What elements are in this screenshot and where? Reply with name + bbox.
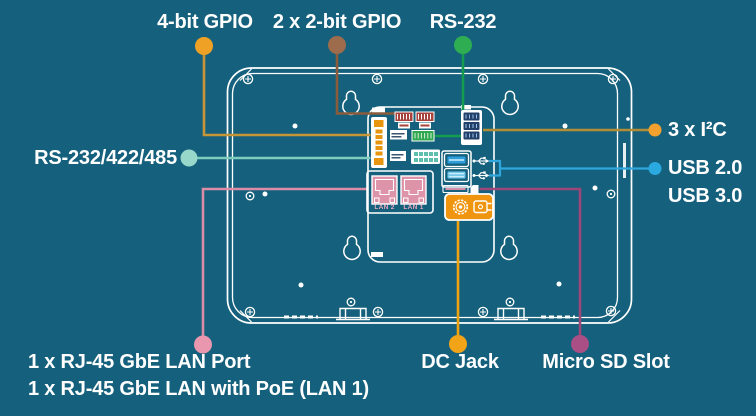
microsd-line bbox=[479, 187, 582, 335]
lan-line bbox=[201, 187, 367, 336]
device-inner-edge bbox=[231, 72, 619, 319]
rs485-dot bbox=[180, 149, 198, 167]
side-slot bbox=[623, 143, 626, 178]
label-micro-sd: Micro SD Slot bbox=[542, 351, 670, 373]
usb-dot bbox=[648, 162, 662, 175]
connectors bbox=[366, 110, 494, 221]
sd-card-icon bbox=[470, 185, 479, 194]
label-gpio-4bit: 4-bit GPIO bbox=[157, 11, 253, 33]
callout-dots bbox=[180, 36, 662, 354]
gpio-2bit-headers bbox=[394, 111, 435, 129]
lan2-port-label: LAN 2 bbox=[374, 204, 395, 211]
hole bbox=[562, 123, 568, 129]
label-rs232: RS-232 bbox=[429, 11, 497, 33]
dcjack-dot bbox=[449, 335, 467, 353]
stand-bracket bbox=[494, 307, 528, 321]
gpio4-dot bbox=[195, 37, 213, 55]
dc-jack bbox=[444, 193, 494, 221]
callout-lines bbox=[197, 54, 649, 336]
hole bbox=[298, 282, 304, 288]
tiny-silkscreen-label bbox=[371, 252, 383, 257]
label-i2c: 3 x I²C bbox=[668, 119, 727, 141]
side-dot bbox=[626, 117, 630, 121]
io-recess bbox=[367, 105, 495, 263]
gpio-4bit-header bbox=[390, 149, 440, 164]
bottom-features bbox=[284, 307, 575, 321]
gpio4-line bbox=[202, 55, 371, 137]
hole bbox=[262, 191, 268, 197]
barrel-jack-icon bbox=[452, 199, 469, 215]
serial-terminal-header bbox=[371, 117, 387, 168]
device-outer-edge bbox=[226, 67, 633, 324]
label-lan-line2: 1 x RJ-45 GbE LAN with PoE (LAN 1) bbox=[28, 378, 370, 400]
label-usb-20: USB 2.0 bbox=[668, 157, 743, 179]
micro-sd-slot bbox=[442, 184, 479, 194]
lan1-port-label: LAN 1 bbox=[403, 204, 424, 211]
lan-port-2 bbox=[371, 175, 398, 205]
hole bbox=[592, 185, 598, 191]
plug-icon bbox=[473, 200, 492, 214]
i2c-connector-stack bbox=[461, 110, 482, 145]
stand-bracket bbox=[336, 307, 370, 321]
label-rs232-422-485: RS-232/422/485 bbox=[34, 147, 177, 169]
usb-ports bbox=[441, 150, 490, 188]
usb-line bbox=[489, 159, 649, 177]
label-dc-jack: DC Jack bbox=[421, 351, 499, 373]
tiny-silkscreen-label bbox=[372, 107, 385, 113]
lan-ports bbox=[366, 170, 434, 214]
label-gpio-2x2bit: 2 x 2-bit GPIO bbox=[272, 11, 402, 33]
label-usb-30: USB 3.0 bbox=[668, 185, 743, 207]
io-recess-outline bbox=[367, 106, 495, 263]
rs232-connector bbox=[390, 130, 435, 142]
hole bbox=[292, 123, 298, 129]
rs232-dot bbox=[454, 36, 472, 54]
tiny-silkscreen-label bbox=[461, 105, 471, 110]
lan-dot bbox=[194, 335, 212, 354]
gpio2x2-line bbox=[335, 54, 395, 115]
i2c-dot bbox=[648, 123, 662, 137]
microsd-dot bbox=[571, 335, 589, 353]
label-lan-line1: 1 x RJ-45 GbE LAN Port bbox=[28, 351, 251, 373]
hole bbox=[556, 281, 562, 287]
lan-port-1 bbox=[400, 175, 427, 205]
gpio2x2-dot bbox=[328, 36, 346, 54]
